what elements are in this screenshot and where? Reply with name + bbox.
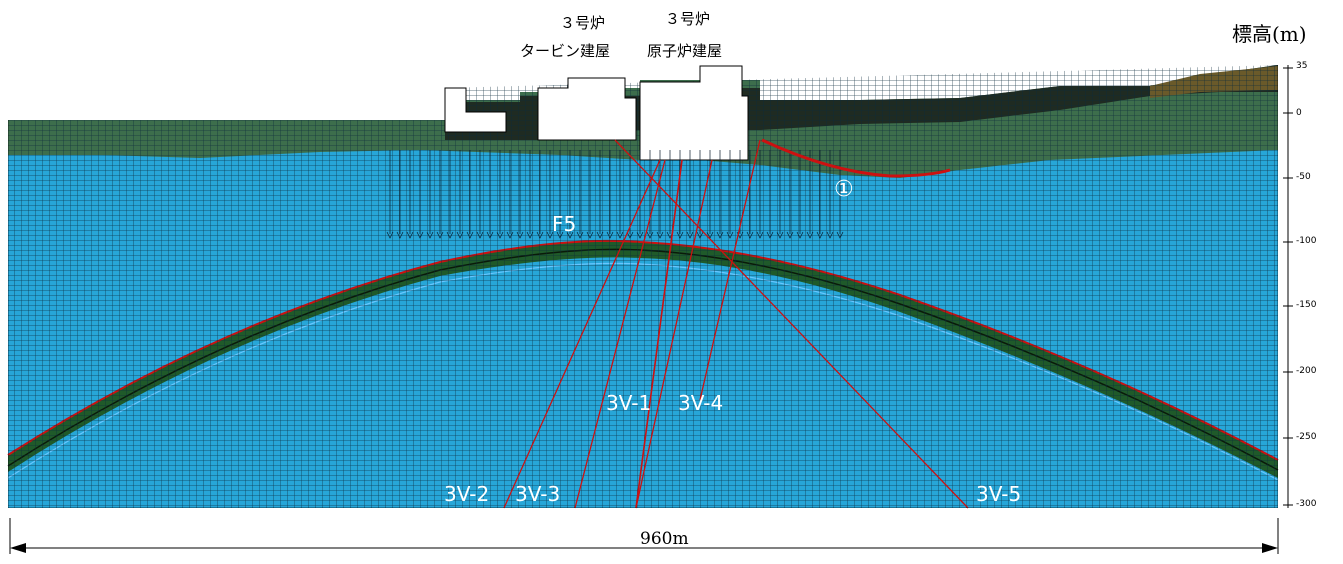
pile-tip (426, 231, 434, 239)
pile-group (386, 150, 844, 239)
pile-tip (566, 231, 574, 239)
pile-tip (476, 231, 484, 239)
pile-tip (606, 231, 614, 239)
pile-tip (756, 231, 764, 239)
reactor-building (639, 65, 749, 161)
tick-label: 0 (1296, 108, 1302, 118)
pile-tip (386, 231, 394, 239)
borehole-3v4-line (635, 159, 713, 509)
width-label: 960m (640, 529, 689, 549)
borehole-label-3v2: 3V-2 (444, 482, 489, 506)
pile-tip (676, 231, 684, 239)
borehole-lines (503, 139, 969, 509)
pile-tip (716, 231, 724, 239)
pile-tip (836, 231, 844, 239)
pile-tip (766, 231, 774, 239)
pile-tip (396, 231, 404, 239)
pile-tip (806, 231, 814, 239)
turbine-title-line1: ３号炉 (560, 14, 606, 32)
pile-tip (696, 231, 704, 239)
tick-label: -100 (1296, 236, 1317, 246)
pile-tip (826, 231, 834, 239)
elevation-unit-label: 標高(m) (1232, 22, 1307, 46)
turbine-title-line2: タービン建屋 (520, 42, 611, 60)
pile-tip (506, 231, 514, 239)
borehole-3v2-line (503, 159, 661, 509)
turbine-building-small (444, 87, 507, 133)
tick-label: -50 (1296, 172, 1311, 182)
pile-tip (486, 231, 494, 239)
pile-tip (786, 231, 794, 239)
reactor-title-line2: 原子炉建屋 (647, 42, 723, 60)
borehole-3v3-line (574, 159, 666, 509)
borehole-3v1-line (635, 159, 683, 509)
fault-label: F5 (552, 212, 576, 236)
tick-label: -150 (1296, 300, 1317, 310)
borehole-label-3v5: 3V-5 (976, 482, 1021, 506)
pile-tip (816, 231, 824, 239)
red-curve (761, 138, 951, 178)
borehole-label-3v1: 3V-1 (606, 391, 651, 415)
tick-label: -300 (1296, 499, 1317, 509)
reactor-title-line1: ３号炉 (665, 10, 711, 28)
pile-tip (416, 231, 424, 239)
pile-tip (686, 231, 694, 239)
pile-tip (596, 231, 604, 239)
pile-tip (626, 231, 634, 239)
pile-tip (636, 231, 644, 239)
pile-tip (536, 231, 544, 239)
pile-tip (456, 231, 464, 239)
borehole-label-3v3: 3V-3 (515, 482, 560, 506)
tick-label: -200 (1296, 366, 1317, 376)
borehole-3v5-line (614, 139, 969, 509)
pile-tip (446, 231, 454, 239)
pile-tip (546, 231, 554, 239)
pile-tip (776, 231, 784, 239)
pile-tip (586, 231, 594, 239)
pile-tip (496, 231, 504, 239)
borehole-label-3v4: 3V-4 (678, 391, 723, 415)
pile-tip (796, 231, 804, 239)
elevation-ticks (1283, 67, 1293, 506)
pile-tip (516, 231, 524, 239)
pile-tip (556, 231, 564, 239)
pile-tip (656, 231, 664, 239)
pile-tip (646, 231, 654, 239)
turbine-building (537, 77, 637, 141)
pile-tip (726, 231, 734, 239)
borehole-extra-line (699, 139, 761, 401)
pile-tip (576, 231, 584, 239)
pile-tip (526, 231, 534, 239)
pile-tip (746, 231, 754, 239)
pile-tip (706, 231, 714, 239)
pile-tip (616, 231, 624, 239)
pile-tip (466, 231, 474, 239)
width-dimension (9, 518, 1279, 554)
marker-label: ① (834, 177, 854, 202)
pile-tip (406, 231, 414, 239)
pile-tip (436, 231, 444, 239)
tick-label: 35 (1296, 61, 1308, 71)
tick-label: -250 (1296, 432, 1317, 442)
